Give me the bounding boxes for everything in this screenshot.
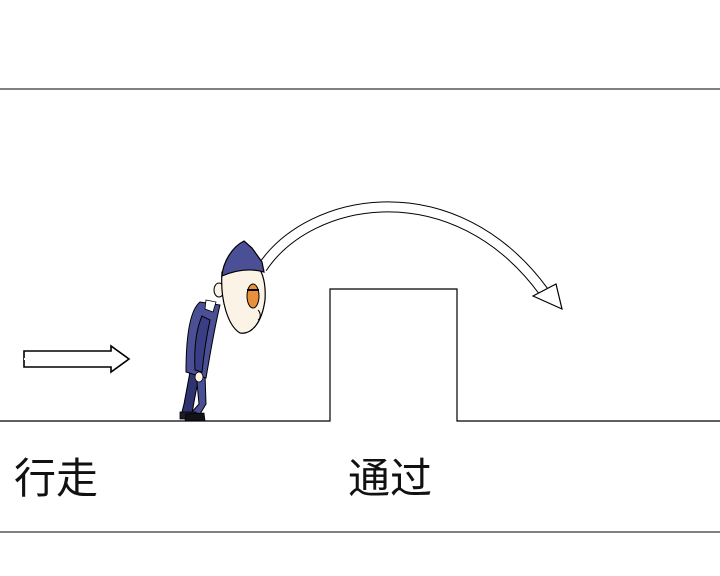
ground-with-obstacle xyxy=(0,288,720,422)
double-line-right-arrow-icon xyxy=(23,344,131,374)
pass-label: 通过 xyxy=(348,454,433,503)
shoe-front xyxy=(184,412,206,422)
eye xyxy=(246,283,260,309)
hand xyxy=(194,371,204,383)
tired-man-character xyxy=(179,240,266,422)
hat xyxy=(221,240,265,277)
walk-label: 行走 xyxy=(14,454,99,503)
curved-jump-arrow-icon xyxy=(257,201,563,311)
